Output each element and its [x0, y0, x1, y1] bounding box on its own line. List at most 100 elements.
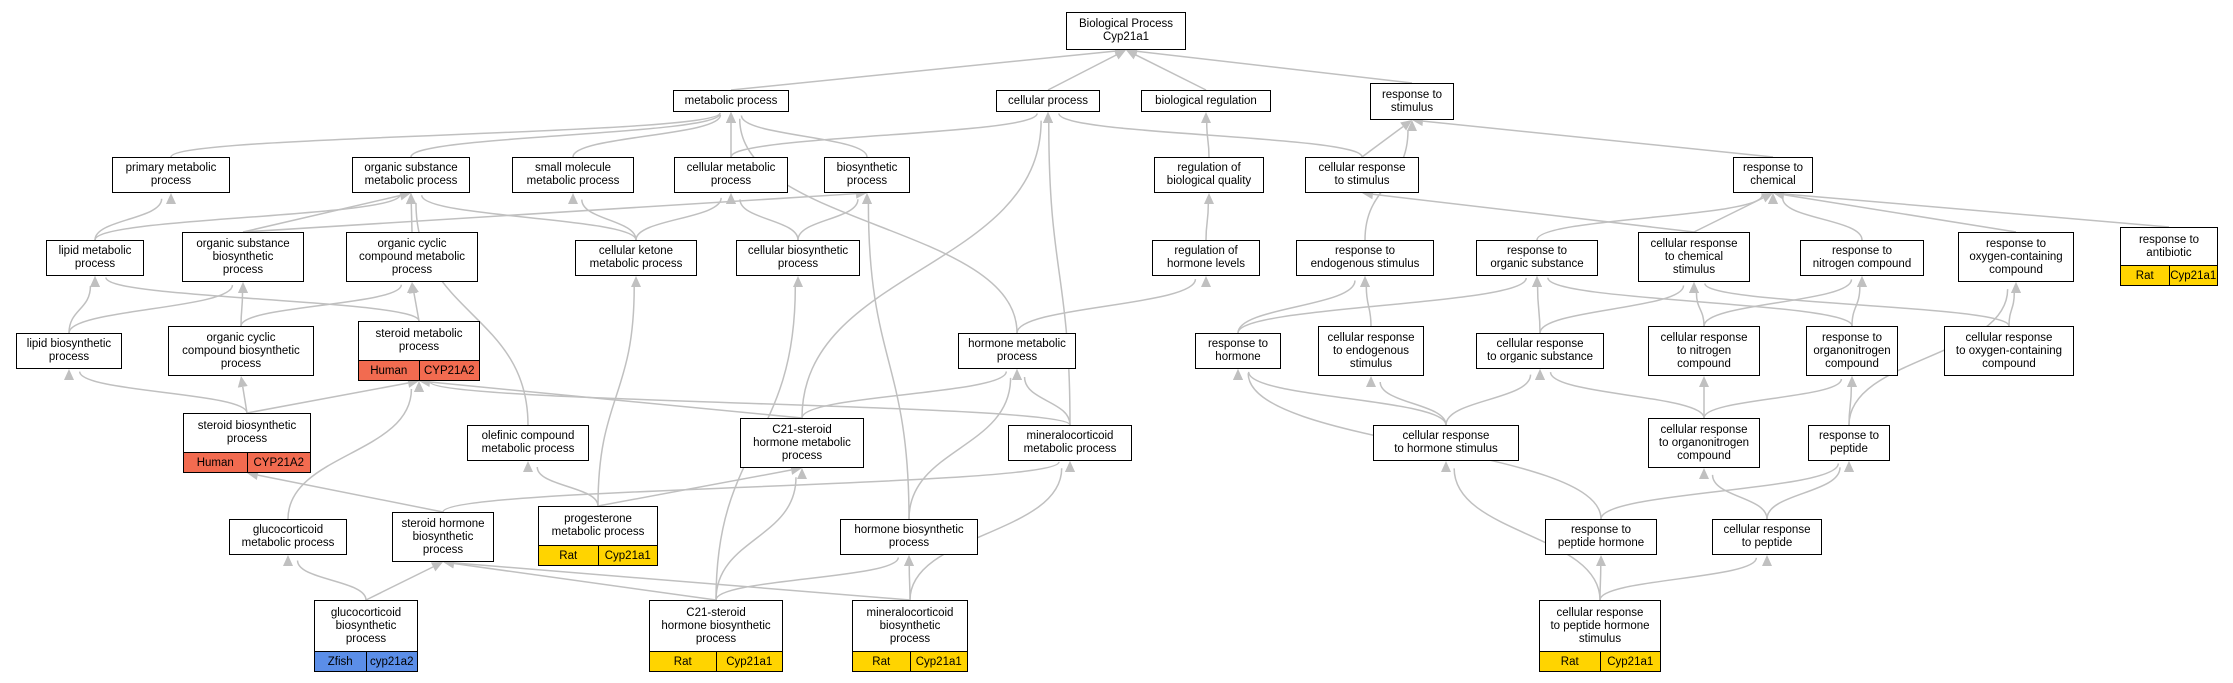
go-term-node[interactable]: cellular response to stimulus: [1305, 157, 1419, 193]
go-term-node[interactable]: cellular response to organic substance: [1476, 333, 1604, 369]
go-term-node[interactable]: cellular response to organonitrogen comp…: [1648, 418, 1760, 468]
go-term-node[interactable]: lipid biosynthetic process: [16, 333, 122, 369]
go-term-label: organic cyclic compound metabolic proces…: [358, 237, 466, 276]
go-term-node[interactable]: response to organonitrogen compound: [1806, 326, 1898, 376]
is-a-edge: [1536, 286, 1541, 334]
go-term-node[interactable]: Biological Process Cyp21a1: [1066, 12, 1186, 50]
go-term-node[interactable]: cellular response to endogenous stimulus: [1318, 326, 1424, 376]
go-term-node[interactable]: response to organic substance: [1476, 240, 1598, 276]
go-term-label: steroid hormone biosynthetic process: [401, 517, 485, 556]
go-term-node[interactable]: organic substance metabolic process: [352, 157, 470, 193]
go-term-label: organic cyclic compound biosynthetic pro…: [182, 331, 300, 370]
is-a-edge: [1851, 286, 1861, 327]
go-term-node[interactable]: metabolic process: [673, 90, 789, 112]
arrowhead: [793, 276, 803, 287]
arrowhead: [904, 555, 914, 566]
arrowhead: [64, 369, 74, 380]
go-term-node[interactable]: response to peptide hormone: [1545, 519, 1657, 555]
go-term-label: glucocorticoid metabolic process: [241, 524, 335, 549]
is-a-edge: [1136, 50, 1413, 84]
go-term-node[interactable]: glucocorticoid metabolic process: [229, 519, 347, 555]
is-a-edge: [1058, 113, 1363, 158]
go-term-node[interactable]: primary metabolic process: [112, 157, 230, 193]
go-term-node[interactable]: cellular process: [996, 90, 1100, 112]
arrowhead: [90, 276, 100, 287]
go-term-node[interactable]: cellular response to nitrogen compound: [1648, 326, 1760, 376]
go-term-node[interactable]: response to oxygen-containing compound: [1958, 232, 2074, 282]
is-a-edge: [453, 562, 911, 601]
go-term-label: response to oxygen-containing compound: [1969, 237, 2063, 276]
go-term-node[interactable]: cellular response to chemical stimulus: [1638, 232, 1750, 282]
go-term-node[interactable]: organic cyclic compound metabolic proces…: [346, 232, 478, 282]
arrowhead: [2011, 282, 2021, 293]
go-term-node[interactable]: organic substance biosynthetic process: [182, 232, 304, 282]
is-a-edge: [730, 50, 1116, 91]
go-term-node[interactable]: biosynthetic process: [824, 157, 910, 193]
is-a-edge: [442, 461, 1060, 513]
arrowhead: [237, 376, 248, 388]
go-term-label: response to antibiotic: [2138, 233, 2200, 259]
is-a-edge: [867, 203, 910, 520]
arrowhead: [568, 193, 578, 204]
species-label: Zfish: [327, 655, 353, 668]
arrowhead: [726, 112, 736, 123]
arrowhead: [523, 461, 533, 472]
go-term-node[interactable]: response to endogenous stimulus: [1296, 240, 1434, 276]
is-a-edge: [68, 284, 234, 334]
go-term-node[interactable]: hormone biosynthetic process: [840, 519, 978, 555]
go-term-node[interactable]: mineralocorticoid metabolic process: [1008, 425, 1132, 461]
is-a-edge: [1599, 557, 1758, 601]
go-term-node[interactable]: biological regulation: [1141, 90, 1271, 112]
go-term-node[interactable]: regulation of hormone levels: [1152, 240, 1260, 276]
go-term-label: steroid metabolic process: [375, 328, 463, 353]
is-a-edge: [242, 192, 857, 233]
is-a-edge: [1600, 463, 1840, 520]
go-term-node[interactable]: C21-steroid hormone biosynthetic process…: [649, 600, 783, 672]
species-label: Rat: [559, 549, 578, 562]
go-term-node[interactable]: cellular biosynthetic process: [736, 240, 860, 276]
go-term-node[interactable]: response to stimulus: [1370, 83, 1454, 120]
is-a-edge: [797, 199, 859, 241]
go-term-node[interactable]: response to peptide: [1808, 425, 1890, 461]
go-term-label: cellular response to organic substance: [1486, 338, 1594, 363]
go-term-node[interactable]: cellular response to peptide: [1712, 519, 1822, 555]
go-term-node[interactable]: steroid hormone biosynthetic process: [392, 512, 494, 562]
is-a-edge: [1372, 193, 1695, 233]
is-a-edge: [287, 388, 413, 520]
go-term-node[interactable]: cellular response to oxygen-containing c…: [1944, 326, 2074, 376]
is-a-edge: [1549, 371, 1705, 419]
go-term-label: regulation of biological quality: [1166, 162, 1252, 187]
gene-label: CYP21A2: [418, 361, 480, 380]
arrowhead: [1596, 555, 1606, 566]
go-term-label: cellular response to oxygen-containing c…: [1955, 331, 2063, 370]
go-term-node[interactable]: response to nitrogen compound: [1800, 240, 1924, 276]
go-term-node[interactable]: organic cyclic compound biosynthetic pro…: [168, 326, 314, 376]
arrowhead: [1204, 193, 1214, 204]
is-a-edge: [68, 285, 92, 334]
is-a-edge: [909, 468, 1063, 601]
go-term-node[interactable]: response to hormone: [1195, 333, 1281, 369]
go-term-node[interactable]: small molecule metabolic process: [512, 157, 634, 193]
is-a-edge: [246, 382, 409, 414]
arrowhead: [1400, 120, 1412, 131]
is-a-edge: [1379, 381, 1447, 426]
is-a-edge: [78, 371, 248, 414]
go-term-node[interactable]: cellular ketone metabolic process: [575, 240, 697, 276]
go-term-node[interactable]: cellular response to hormone stimulus: [1373, 425, 1519, 461]
go-term-node[interactable]: olefinic compound metabolic process: [467, 425, 589, 461]
go-term-node[interactable]: regulation of biological quality: [1154, 157, 1264, 193]
go-term-node[interactable]: C21-steroid hormone metabolic process: [740, 418, 864, 468]
go-term-node[interactable]: hormone metabolic process: [958, 333, 1076, 369]
go-term-node[interactable]: response to chemical: [1733, 157, 1813, 193]
go-term-node[interactable]: lipid metabolic process: [46, 240, 144, 276]
go-term-node[interactable]: cellular metabolic process: [674, 157, 788, 193]
go-term-node[interactable]: cellular response to peptide hormone sti…: [1539, 600, 1661, 672]
